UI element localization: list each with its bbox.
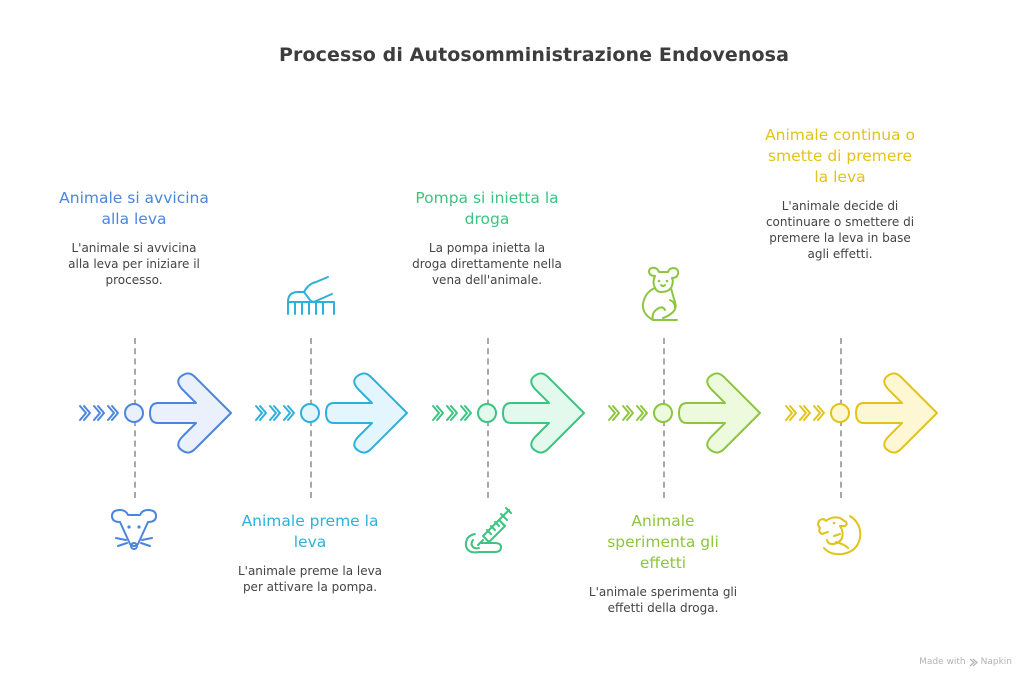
step-approach-lever: Animale si avvicina alla leva L'animale … [59, 0, 310, 685]
step-text: Animale si avvicina alla leva L'animale … [59, 188, 209, 288]
step-experiences-effects: Animale sperimenta gli effetti L'animale… [589, 0, 839, 685]
flow-arrow [785, 403, 850, 423]
big-arrow [678, 372, 761, 454]
step-text: Animale continua o smette di premere la … [765, 125, 915, 262]
napkin-logo-icon [969, 658, 978, 666]
step-heading: Animale si avvicina alla leva [59, 189, 209, 228]
syringe-icon [464, 507, 512, 554]
step-description: L'animale preme la leva per attivare la … [237, 564, 383, 594]
flow-arrow [79, 403, 144, 423]
flow-arrow [255, 403, 320, 423]
big-arrow [149, 372, 232, 454]
big-arrow [855, 372, 938, 454]
step-description: L'animale decide di continuare o smetter… [765, 199, 915, 261]
flow-arrow [608, 403, 673, 423]
step-description: La pompa inietta la droga direttamente n… [412, 241, 562, 287]
diagram-title: Processo di Autosomministrazione Endoven… [278, 44, 790, 66]
footer-brand: Napkin [980, 657, 1012, 667]
step-text: Animale preme la leva L'animale preme la… [235, 511, 385, 595]
flow-arrow [432, 403, 497, 423]
step-description: L'animale sperimenta gli effetti della d… [588, 585, 738, 615]
step-continue-or-stop: Animale continua o smette di premere la … [765, 0, 1016, 685]
step-heading: Animale preme la leva [241, 512, 379, 551]
big-arrow [502, 372, 585, 454]
footer-label: Made with [919, 657, 966, 667]
made-with-napkin-badge[interactable]: Made with Napkin [919, 657, 1012, 667]
step-heading: Animale continua o smette di premere la … [765, 126, 915, 186]
curled-mouse-icon [817, 515, 862, 556]
mouse-face-icon [111, 509, 157, 550]
step-heading: Animale sperimenta gli effetti [607, 512, 719, 572]
hand-on-lever-icon [287, 276, 335, 315]
big-arrow [325, 372, 408, 454]
step-heading: Pompa si inietta la droga [415, 189, 559, 228]
step-description: L'animale si avvicina alla leva per iniz… [68, 241, 200, 287]
step-press-lever: Animale preme la leva L'animale preme la… [238, 0, 486, 685]
step-text: Animale sperimenta gli effetti L'animale… [588, 511, 738, 616]
step-pump-injects: Pompa si inietta la droga La pompa iniet… [412, 0, 663, 685]
step-text: Pompa si inietta la droga La pompa iniet… [412, 188, 562, 288]
sitting-mouse-icon [641, 266, 680, 321]
